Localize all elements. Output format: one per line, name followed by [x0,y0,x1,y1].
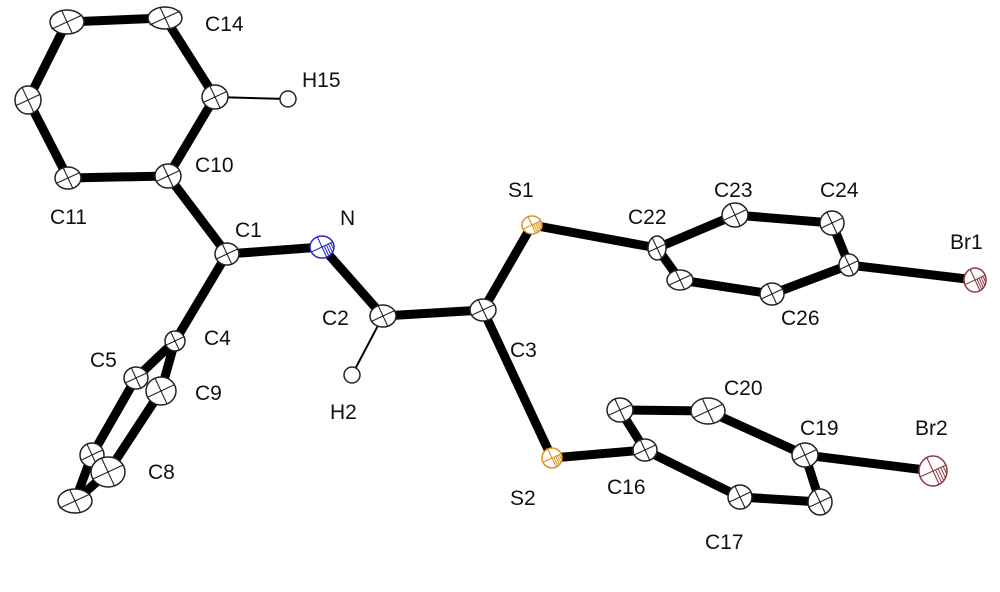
bond-C15-C10 [164,94,219,179]
bond-C10-C11 [67,171,169,183]
atom-label-C26: C26 [781,307,820,330]
atom-C11 [54,166,82,190]
atom-label-S2: S2 [510,487,536,510]
atom-label-C10: C10 [195,154,234,177]
bond-C5-C6 [88,375,140,458]
atom-Br2 [918,455,948,487]
atom-label-C14: C14 [205,13,244,36]
atom-label-C23: C23 [714,179,753,202]
atom-label-Br2: Br2 [915,417,948,440]
atom-C25 [838,253,860,277]
atom-C18 [807,488,833,516]
atom-C1 [214,242,240,266]
atom-label-C22: C22 [628,206,667,229]
atom-label-C20: C20 [724,377,763,400]
atom-S1 [521,215,543,235]
atom-label-H2: H2 [330,401,357,424]
atom-label-N: N [340,207,356,230]
bond-C18-C17 [739,492,821,507]
atom-C21 [606,397,634,423]
atom-label-C19: C19 [800,417,839,440]
bond-C10-C1 [164,173,231,257]
bond-C3-S2 [478,308,557,460]
atom-C2 [369,304,397,328]
atom-label-C17: C17 [705,531,744,554]
atom-C12 [14,85,42,115]
bond-C19-Br2 [804,450,934,476]
atom-label-C4: C4 [204,327,231,350]
atom-C7 [57,488,93,514]
atom-label-C1: C1 [235,219,262,242]
atom-label-C16: C16 [607,476,646,499]
atom-label-C9: C9 [195,382,222,405]
bond-C26-C27 [679,275,773,299]
bond-C2-C3 [382,305,484,321]
atom-label-C5: C5 [90,349,117,372]
atom-C27 [666,269,694,291]
bond-C3-S1 [479,222,536,313]
bond-N-C2 [318,244,387,319]
atom-C17 [727,484,753,510]
atom-label-Br1: Br1 [950,231,983,254]
atom-C20 [690,397,726,425]
bond-C17-C16 [643,445,742,502]
atom-C19 [791,442,819,468]
bond-C25-C26 [770,260,851,299]
bond-C20-C19 [706,406,807,460]
bond-C23-C24 [734,210,833,228]
bond-C1-N [226,242,323,259]
atom-C4 [164,330,186,352]
atom-label-C2: C2 [322,307,349,330]
atom-label-C8: C8 [148,461,175,484]
atom-C5 [123,366,149,390]
atom-C26 [759,282,785,306]
atom-N [309,235,335,259]
atom-C10 [154,163,182,189]
atom-label-C3: C3 [510,339,537,362]
atom-label-C11: C11 [50,206,87,229]
atom-H2 [343,366,361,384]
atom-C24 [819,210,845,236]
atom-C16 [632,438,658,462]
atom-C13 [49,9,85,35]
atom-C8 [90,456,126,488]
atom-C14 [147,6,183,30]
atom-C23 [721,202,749,228]
bond-C1-C4 [171,251,231,344]
bond-C22-C23 [655,210,737,253]
atom-H15 [279,90,297,108]
atom-label-C24: C24 [820,179,859,202]
bond-C14-C15 [161,15,219,100]
atom-S2 [541,447,563,469]
bond-S2-C16 [551,445,646,463]
atom-C9 [145,376,177,406]
atom-C3 [469,298,497,322]
atom-label-S1: S1 [508,179,534,202]
bond-C25-Br1 [848,260,976,285]
bond-S1-C22 [531,220,658,253]
atom-C22 [647,235,667,261]
atom-C15 [201,84,229,110]
atom-label-H15: H15 [302,69,341,92]
atom-Br1 [963,267,987,293]
bond-C11-C12 [23,97,73,181]
